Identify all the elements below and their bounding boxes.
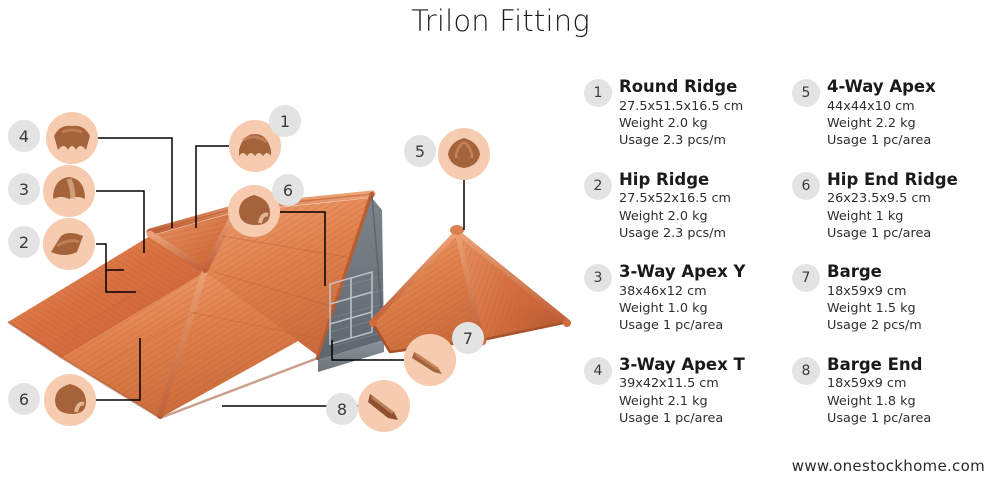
legend-name-3: 3-Way Apex Y (619, 262, 746, 281)
legend-weight-7: Weight 1.5 kg (827, 301, 916, 317)
legend-weight-6: Weight 1 kg (827, 208, 904, 224)
legend-name-5: 4-Way Apex (827, 77, 936, 96)
callout-thumbnail-4 (46, 112, 98, 164)
legend-weight-8: Weight 1.8 kg (827, 393, 916, 409)
legend-dimensions-7: 18x59x9 cm (827, 283, 907, 299)
legend-usage-7: Usage 2 pcs/m (827, 318, 922, 334)
callout-badge-3: 3 (8, 173, 40, 205)
legend-weight-5: Weight 2.2 kg (827, 116, 916, 132)
hip-roof (369, 225, 571, 354)
legend-text-1: Round Ridge 27.5x51.5x16.5 cm Weight 2.0 k… (619, 77, 744, 149)
legend-name-8: Barge End (827, 354, 923, 374)
legend-badge-7: 7 (792, 264, 820, 292)
legend-badge-3: 3 (584, 264, 612, 292)
legend-weight-1: Weight 2.0 kg (619, 116, 708, 132)
roof-illustration: 4 3 2 1 6 5 7 8 6 (0, 40, 580, 460)
legend-usage-2: Usage 2.3 pcs/m (619, 225, 726, 241)
legend-usage-6: Usage 1 pc/area (827, 225, 932, 241)
legend-dimensions-5: 44x44x10 cm (827, 98, 915, 114)
legend-badge-8: 8 (792, 356, 820, 385)
legend-badge-6: 6 (792, 171, 820, 200)
legend-dimensions-2: 27.5x52x16.5 cm (619, 191, 731, 207)
legend-usage-1: Usage 2.3 pcs/m (619, 133, 726, 149)
page-title: Trilon Fitting (411, 4, 590, 38)
callout-thumbnail-2 (43, 218, 95, 270)
legend-usage-3: Usage 1 pc/area (619, 318, 724, 334)
legend-name-7: Barge (827, 262, 882, 281)
legend-weight-2: Weight 2.0 kg (619, 208, 708, 224)
callout-badge-2: 2 (8, 226, 40, 258)
callout-badge-1: 1 (269, 105, 301, 137)
callout-thumbnail-6 (228, 185, 280, 237)
callout-thumbnail-7 (404, 334, 456, 386)
legend-badge-1: 1 (584, 79, 612, 107)
legend-usage-8: Usage 1 pc/area (827, 410, 932, 426)
legend-dimensions-6: 26x23.5x9.5 cm (827, 191, 931, 207)
legend-name-1: Round Ridge (619, 77, 738, 96)
legend-dimensions-4: 39x42x11.5 cm (619, 376, 719, 392)
legend-name-6: Hip End Ridge (827, 169, 958, 189)
callout-badge-4: 4 (8, 120, 40, 152)
legend-usage-4: Usage 1 pc/area (619, 410, 724, 426)
callout-thumbnail-8 (358, 380, 410, 432)
legend-usage-5: Usage 1 pc/area (827, 133, 932, 149)
callout-thumbnail-3 (43, 165, 95, 217)
legend-name-2: Hip Ridge (619, 169, 710, 189)
callout-badge-8: 8 (326, 393, 358, 425)
legend-dimensions-3: 38x46x12 cm (619, 283, 707, 299)
legend-list: 1 Round Ridge 27.5x51.5x16.5 cm Weight 2.0 … (584, 77, 1001, 449)
legend-badge-5: 5 (792, 79, 820, 107)
callout-badge-7: 7 (452, 322, 484, 354)
legend-weight-3: Weight 1.0 kg (619, 301, 708, 317)
legend-badge-4: 4 (584, 356, 612, 385)
callout-badge-6: 6 (8, 383, 40, 415)
legend-item-1: 1 Round Ridge 27.5x51.5x16.5 cm Weight 2.0 … (584, 77, 784, 171)
callout-thumbnail-6 (44, 374, 96, 426)
legend-dimensions-8: 18x59x9 cm (827, 376, 907, 392)
legend-weight-4: Weight 2.1 kg (619, 393, 708, 409)
legend-name-4: 3-Way Apex T (619, 354, 745, 374)
callout-thumbnail-5 (438, 128, 490, 180)
legend-badge-2: 2 (584, 171, 612, 200)
callout-badge-6: 6 (272, 174, 304, 206)
callout-badge-5: 5 (404, 135, 436, 167)
legend-dimensions-1: 27.5x51.5x16.5 cm (619, 98, 744, 114)
footer-website-url: www.onestockhome.com (791, 457, 985, 475)
